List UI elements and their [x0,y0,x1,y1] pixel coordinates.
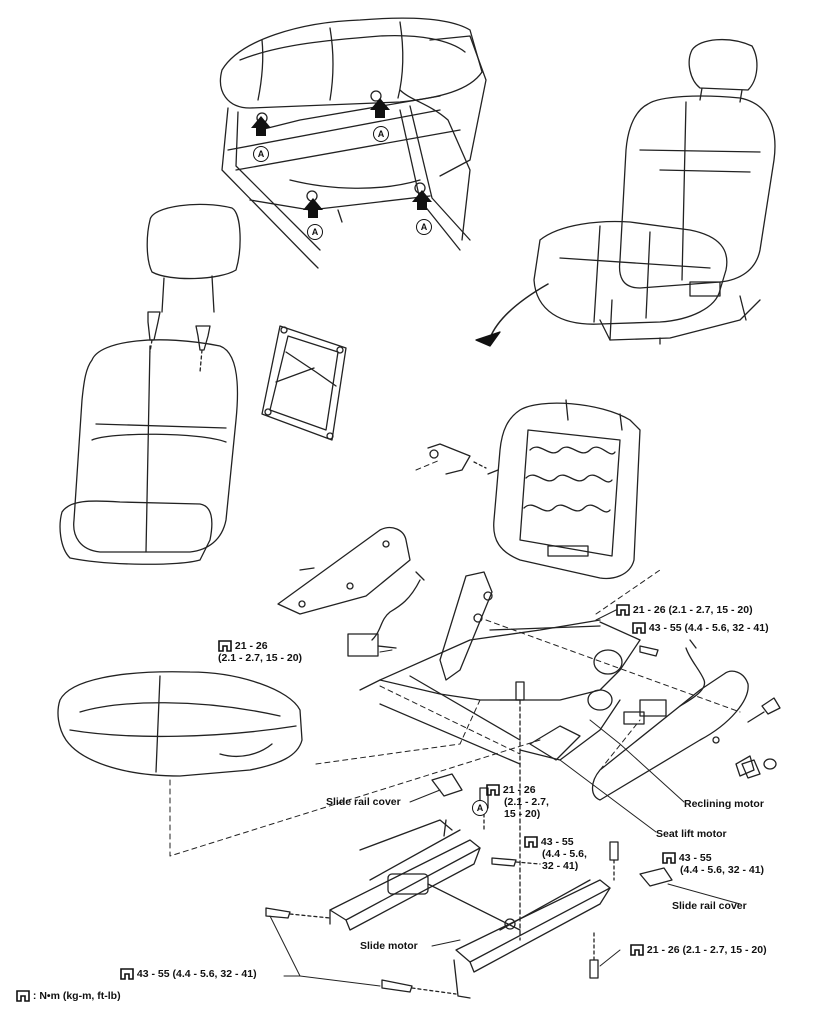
torque-spec-1: 21 - 26 (2.1 - 2.7, 15 - 20) [616,604,753,617]
legend: : N•m (kg-m, ft-lb) [16,990,121,1003]
alignment-lines [169,459,741,857]
torque-wrench-icon [630,944,644,957]
side-cover-left [277,526,411,615]
seatback-frame [487,399,641,580]
torque-wrench-icon [16,990,30,1003]
leader-lines [269,609,741,987]
slide-rails [329,819,611,999]
right-screw [747,697,781,723]
torque-wrench-icon [662,852,676,865]
callout-a-1: A [253,146,269,162]
seat-frame-mechanism [359,571,641,765]
rail-bolts [265,645,659,995]
torque-wrench-icon [616,604,630,617]
torque-spec-7: 21 - 26 (2.1 - 2.7, 15 - 20) [630,944,767,957]
torque-wrench-icon [120,968,134,981]
side-cover-right [591,670,755,801]
torque-spec-2: 43 - 55 (4.4 - 5.6, 32 - 41) [632,622,769,635]
slide-rail-covers [431,773,673,887]
callout-a-4: A [416,219,432,235]
callout-a-3: A [307,224,323,240]
seatback-trim [59,339,239,565]
torque-wrench-icon [486,784,500,797]
slide-motor [387,873,521,931]
cushion-on-rails-inset [219,17,487,269]
torque-spec-4: 21 - 26 (2.1 - 2.7, 15 - 20) [486,784,549,820]
harness-right [623,639,706,725]
assembled-seat [533,38,776,345]
callout-a-5: A [472,800,488,816]
legend-text: : N•m (kg-m, ft-lb) [32,990,121,1002]
torque-wrench-icon [632,622,646,635]
torque-wrench-icon [218,640,232,653]
callout-a-2: A [373,126,389,142]
torque-spec-6: 43 - 55 (4.4 - 5.6, 32 - 41) [662,852,764,876]
harness-left [347,571,425,657]
torque-spec-5: 43 - 55 (4.4 - 5.6, 32 - 41) [524,836,587,872]
seat-cushion-trim [57,671,303,777]
inset-direction-arrows [251,98,432,218]
seatback-small-bracket [427,443,487,475]
headrest-guides [147,311,211,373]
torque-spec-3: 21 - 26 (2.1 - 2.7, 15 - 20) [218,640,303,665]
cap-right [741,758,777,779]
headrest [146,203,241,313]
label-slide-motor: Slide motor [360,940,418,952]
back-panel [261,325,347,441]
label-seat-lift-motor: Seat lift motor [656,828,727,840]
label-slide-rail-cover-2: Slide rail cover [672,900,747,912]
torque-wrench-icon [524,836,538,849]
label-slide-rail-cover-1: Slide rail cover [326,796,401,808]
label-reclining-motor: Reclining motor [684,798,764,810]
torque-spec-8: 43 - 55 (4.4 - 5.6, 32 - 41) [120,968,257,981]
